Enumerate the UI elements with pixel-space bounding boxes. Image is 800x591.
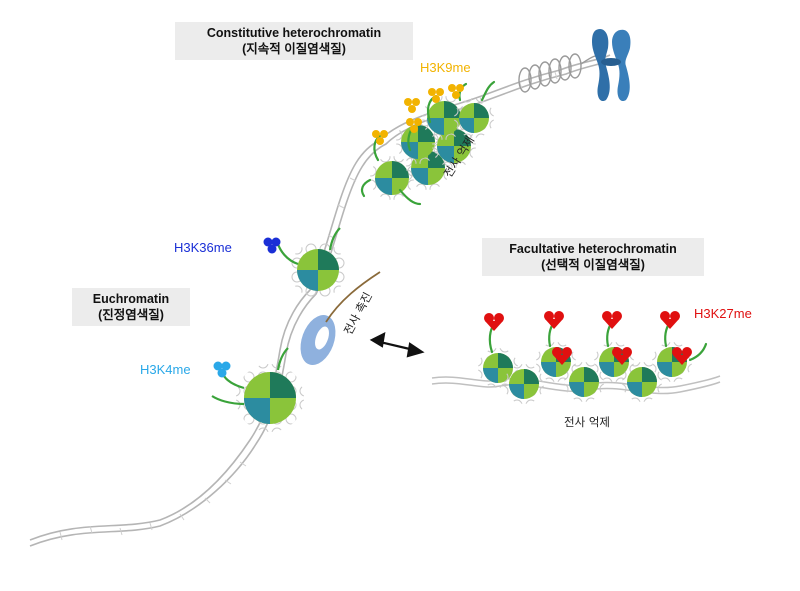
h3k36me-nucleosome [276, 227, 346, 298]
h3k4me-label: H3K4me [140, 362, 191, 377]
coiled-fibre [518, 53, 605, 93]
nucleosome [422, 96, 466, 140]
facultative-nucleosomes [478, 320, 708, 404]
euchromatin-subtitle: (진정염색질) [98, 308, 164, 322]
constitutive-subtitle: (지속적 이질염색질) [242, 42, 346, 56]
constitutive-title: Constitutive heterochromatin [206, 26, 382, 40]
rna-polymerase-icon [300, 271, 381, 366]
constitutive-heterochromatin-box: Constitutive heterochromatin (지속적 이질염색질) [175, 22, 413, 60]
h3k4me-nucleosome [211, 347, 304, 432]
h3k4me-mark [213, 361, 231, 378]
h3k9me-label: H3K9me [420, 60, 471, 75]
euchromatin-title: Euchromatin [92, 292, 170, 306]
h3k9me-marks [372, 84, 464, 145]
facultative-title: Facultative heterochromatin [509, 242, 677, 256]
chromosome-icon [592, 28, 631, 102]
h3k36me-mark [263, 237, 281, 254]
h3k36me-label: H3K36me [174, 240, 232, 255]
facultative-subtitle: (선택적 이질염색질) [541, 258, 645, 272]
euchromatin-box: Euchromatin (진정염색질) [72, 288, 190, 326]
constitutive-nucleosome-cluster [360, 80, 496, 206]
h3k27me-marks [484, 311, 692, 365]
bidirectional-arrow [369, 332, 425, 358]
nucleosome [454, 98, 494, 138]
facultative-heterochromatin-box: Facultative heterochromatin (선택적 이질염색질) [482, 238, 704, 276]
transcription-repression-right: 전사 억제 [564, 415, 610, 429]
nucleosome [370, 156, 414, 200]
h3k27me-label: H3K27me [694, 306, 752, 321]
